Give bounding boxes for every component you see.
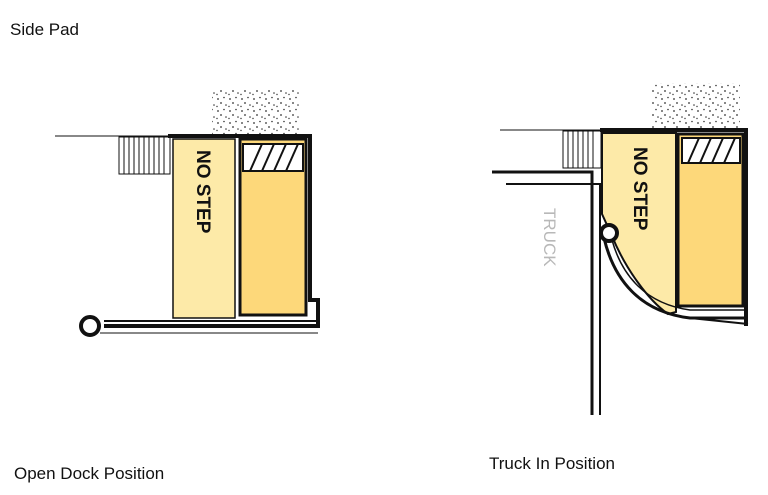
wear-strip <box>242 143 304 172</box>
truck-position-drawing: NO STEP TRUCK <box>492 83 749 415</box>
flap-tip <box>689 317 749 325</box>
open-dock-drawing: NO STEP <box>55 88 320 337</box>
dock-bumper <box>118 136 171 175</box>
caption-open-dock: Open Dock Position <box>14 464 165 483</box>
no-step-label: NO STEP <box>192 150 213 234</box>
truck-wall-outer <box>492 170 594 415</box>
caption-truck-in-position: Truck In Position <box>489 454 615 473</box>
flap-curve-inner <box>611 239 746 311</box>
hinge-circle <box>79 315 101 337</box>
no-step-pad <box>172 138 236 319</box>
wear-strip-right <box>681 137 741 164</box>
truck-wall-inner <box>506 183 601 415</box>
flap-curve-outer <box>602 237 748 320</box>
pad-frame <box>104 134 320 328</box>
no-step-label-right: NO STEP <box>629 147 650 231</box>
truck-label: TRUCK <box>540 208 559 267</box>
dock-bumper-right <box>562 130 602 169</box>
hinge-circle-right <box>599 223 619 243</box>
concrete-wall-right <box>652 83 740 129</box>
concrete-wall <box>212 88 300 136</box>
diagram-title: Side Pad <box>10 20 79 39</box>
